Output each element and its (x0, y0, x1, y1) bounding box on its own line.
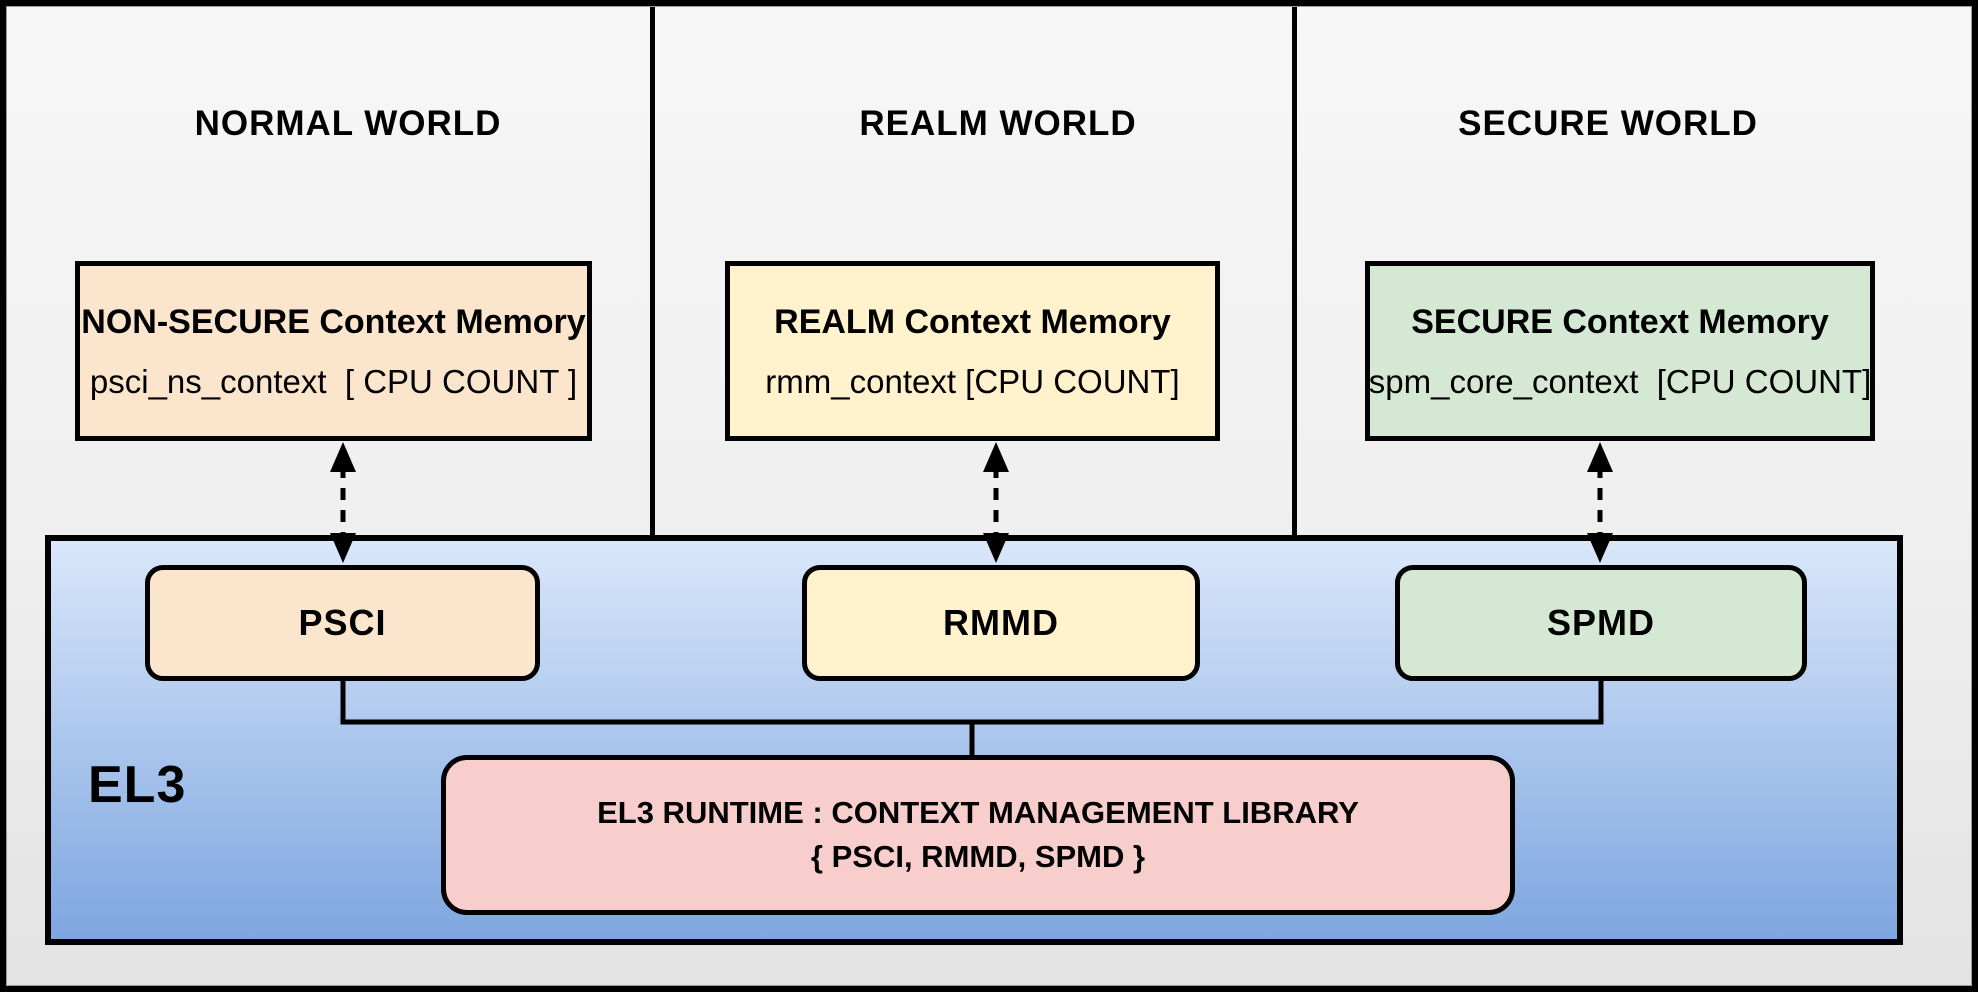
world-title-realm: REALM WORLD (859, 104, 1137, 143)
memory-box-title: SECURE Context Memory (1411, 302, 1829, 341)
rmmd-box: RMMD (802, 565, 1200, 681)
memory-box-title: REALM Context Memory (774, 302, 1171, 341)
arrowhead-up-icon (983, 442, 1009, 472)
el3-runtime-box: EL3 RUNTIME : CONTEXT MANAGEMENT LIBRARY… (441, 755, 1515, 915)
psci-box: PSCI (145, 565, 540, 681)
world-separator-normal-realm (650, 0, 655, 535)
realm-context-memory-box: REALM Context Memory rmm_context [CPU CO… (725, 261, 1220, 441)
arrowhead-up-icon (1587, 442, 1613, 472)
runtime-line-2: { PSCI, RMMD, SPMD } (810, 839, 1146, 874)
memory-box-subtitle: psci_ns_context [ CPU COUNT ] (89, 362, 578, 400)
runtime-line-1: EL3 RUNTIME : CONTEXT MANAGEMENT LIBRARY (597, 795, 1359, 830)
secure-context-memory-box: SECURE Context Memory spm_core_context [… (1365, 261, 1875, 441)
el3-label: EL3 (88, 756, 187, 814)
world-separator-realm-secure (1292, 0, 1297, 535)
memory-box-subtitle: rmm_context [CPU COUNT] (765, 362, 1180, 400)
nonsecure-context-memory-box: NON-SECURE Context Memory psci_ns_contex… (75, 261, 592, 441)
memory-box-subtitle: spm_core_context [CPU COUNT] (1368, 362, 1872, 400)
spmd-box: SPMD (1395, 565, 1807, 681)
memory-box-title: NON-SECURE Context Memory (81, 302, 586, 341)
world-title-secure: SECURE WORLD (1458, 104, 1758, 143)
world-title-normal: NORMAL WORLD (194, 104, 502, 143)
arrowhead-up-icon (330, 442, 356, 472)
